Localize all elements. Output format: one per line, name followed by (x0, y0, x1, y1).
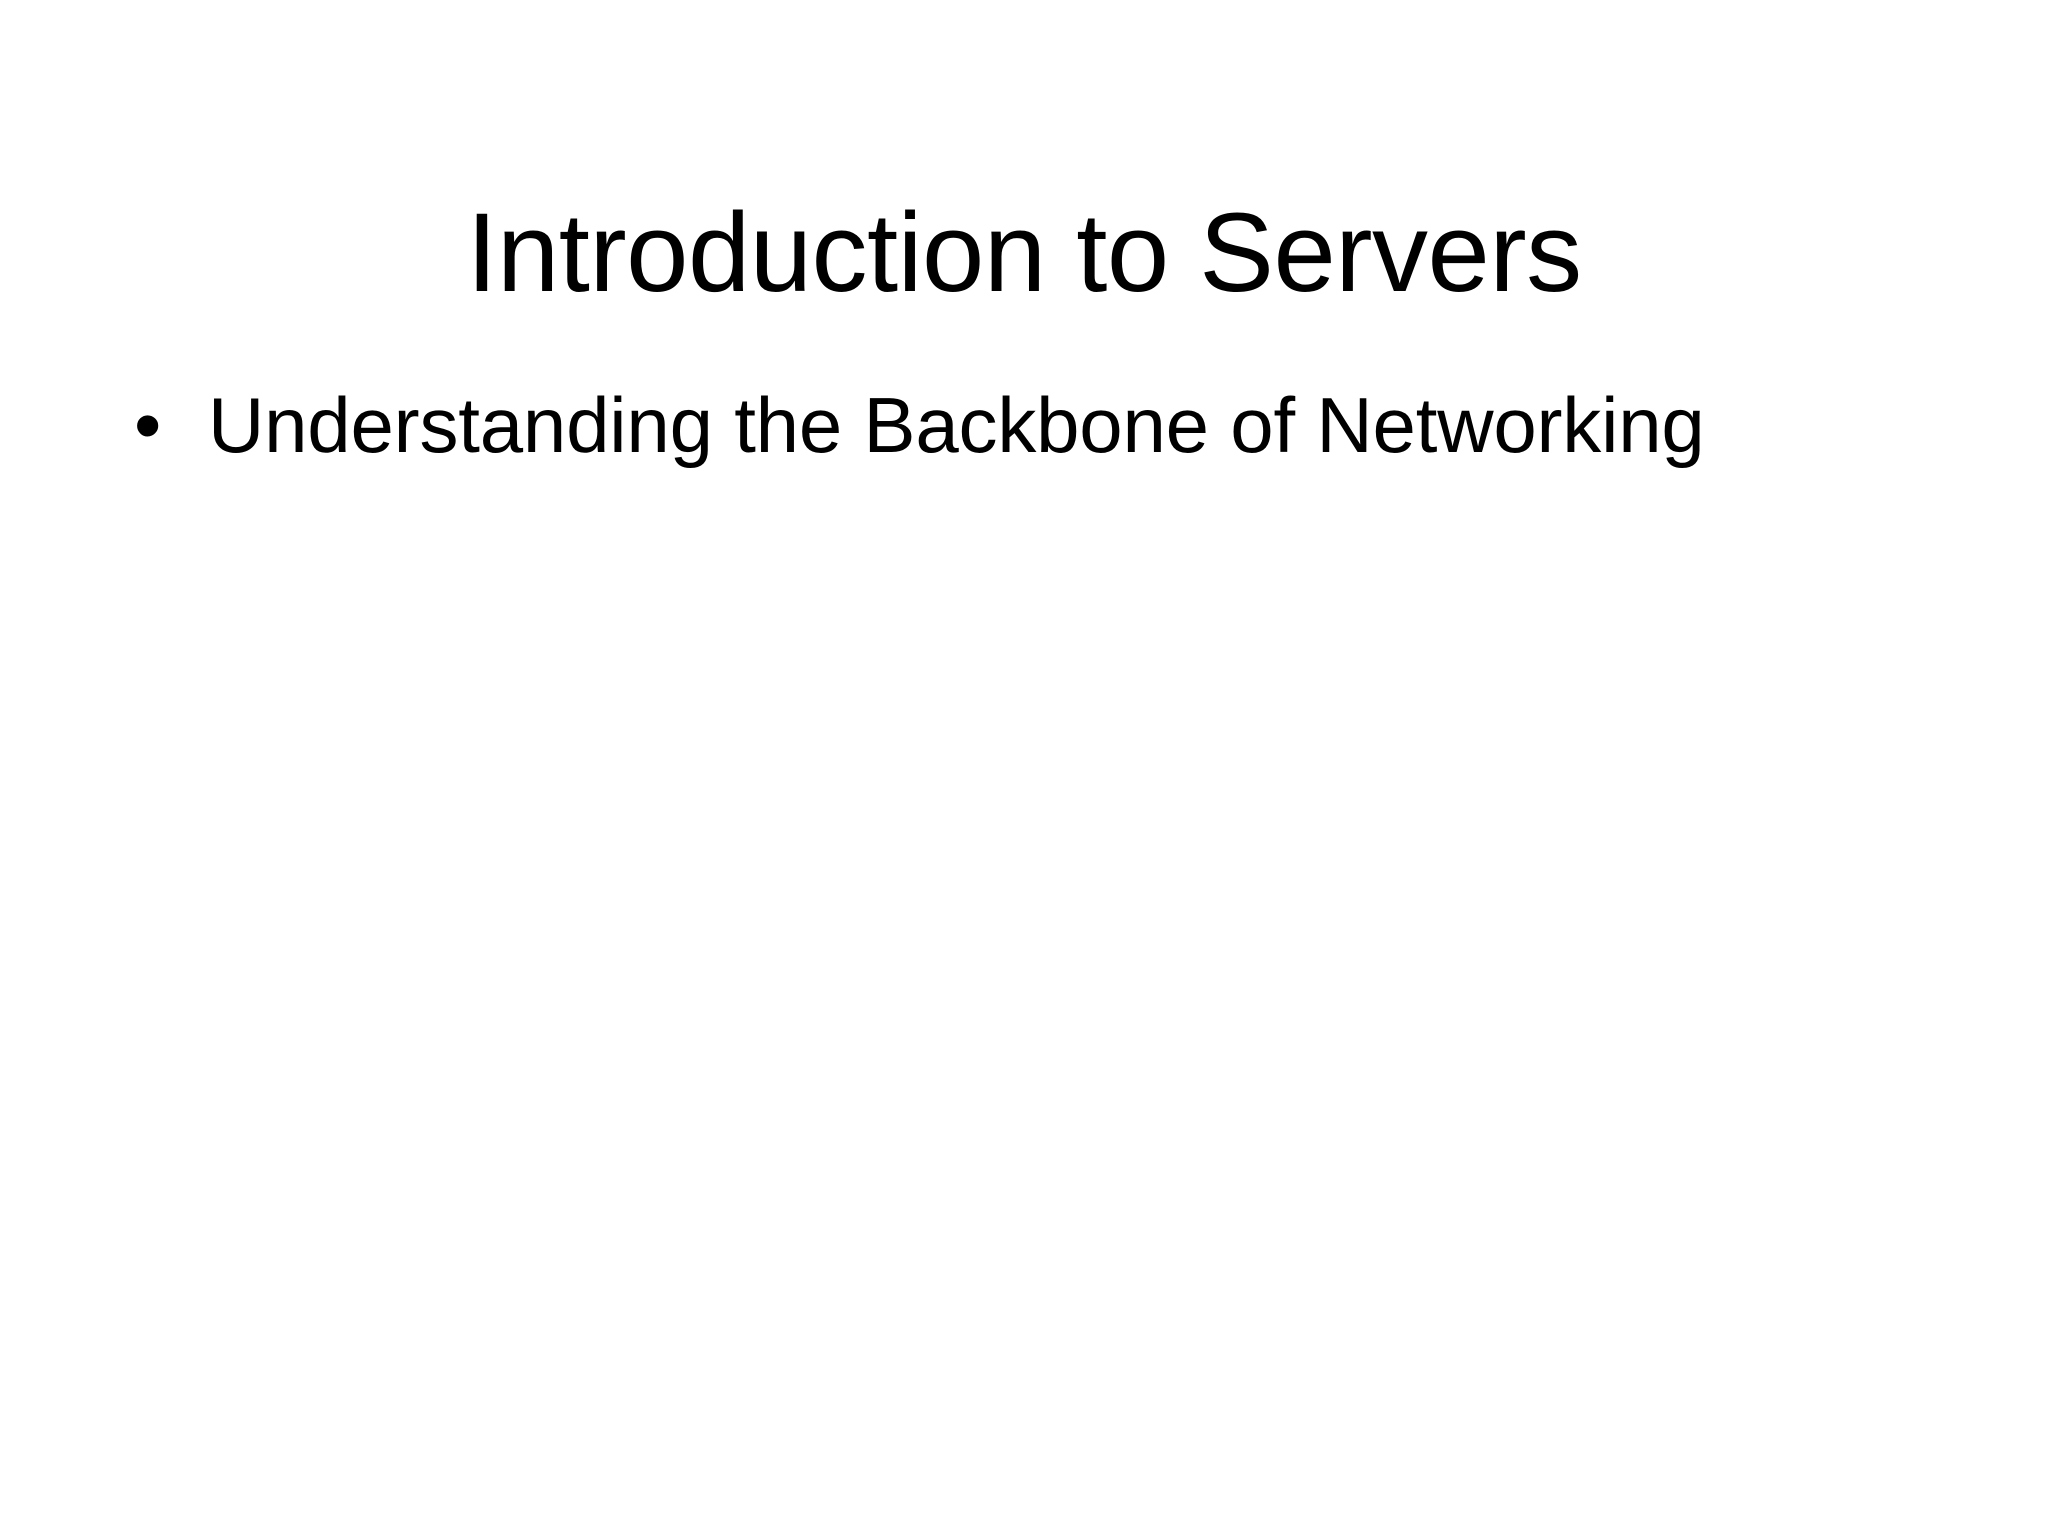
bullet-item-label: Understanding the Backbone of Networking (208, 381, 1705, 469)
bullet-dot-icon: • (134, 381, 162, 469)
slide-title: Introduction to Servers (466, 190, 1582, 316)
body-content-placeholder[interactable]: • Understanding the Backbone of Networki… (120, 378, 1930, 1428)
title-placeholder[interactable]: Introduction to Servers (136, 112, 1912, 315)
bullet-list: • Understanding the Backbone of Networki… (120, 378, 1930, 473)
list-item[interactable]: • Understanding the Backbone of Networki… (120, 378, 1930, 473)
